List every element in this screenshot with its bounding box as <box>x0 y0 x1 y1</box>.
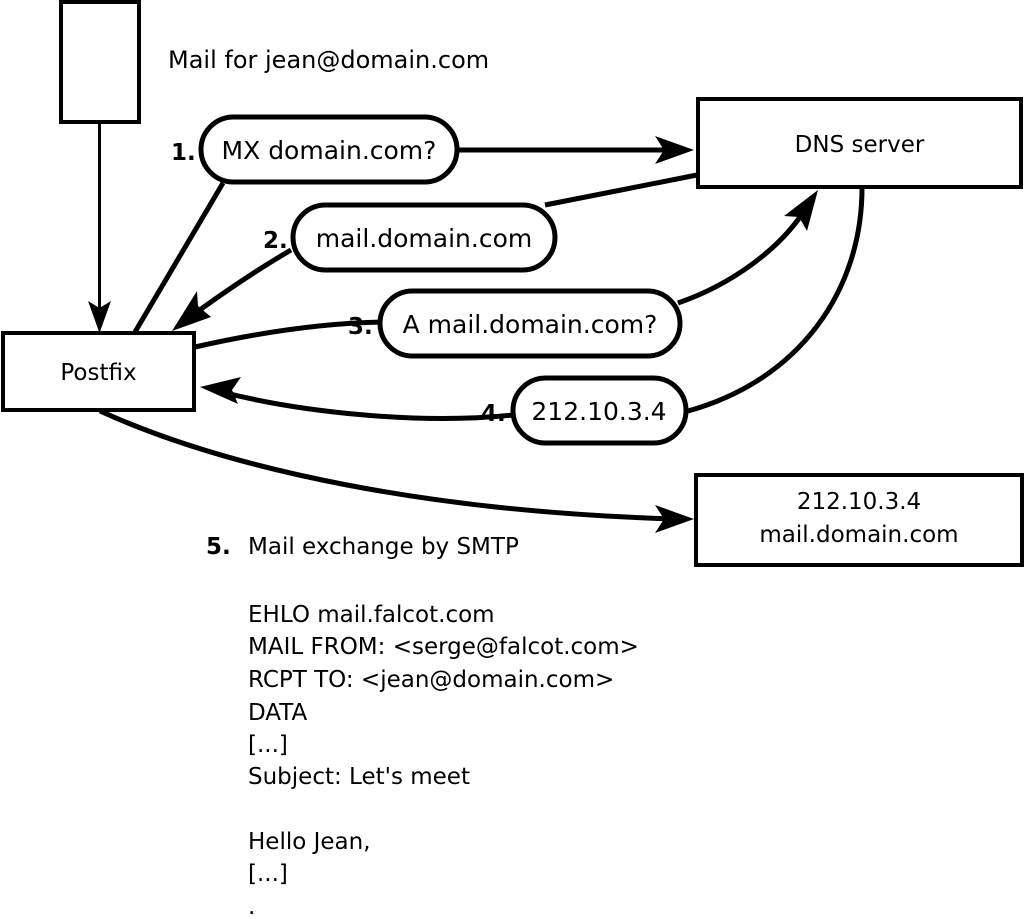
node-postfix-label: Postfix <box>60 360 136 386</box>
bubble-step-4-label: 212.10.3.4 <box>531 397 666 426</box>
node-target-mx-ip: 212.10.3.4 <box>797 489 921 515</box>
smtp-transcript-line: EHLO mail.falcot.com <box>248 602 495 628</box>
bubble-step-1-label: MX domain.com? <box>222 136 437 165</box>
header-note: Mail for jean@domain.com <box>168 46 489 74</box>
node-target-mx: 212.10.3.4 mail.domain.com <box>694 473 1024 567</box>
step-number-4: 4. <box>481 401 506 427</box>
edge-source-to-postfix <box>88 122 111 333</box>
edge-step2-to-postfix <box>172 247 293 331</box>
step-number-3: 3. <box>348 314 373 340</box>
smtp-caption: Mail exchange by SMTP <box>248 534 519 560</box>
node-dns-server-label: DNS server <box>795 132 925 158</box>
smtp-transcript-line: Hello Jean, <box>248 829 371 855</box>
bubble-step-3-label: A mail.domain.com? <box>403 310 658 339</box>
smtp-transcript-line: RCPT TO: <jean@domain.com> <box>248 667 614 693</box>
edge-dns-to-step4 <box>687 187 865 414</box>
edge-dns-to-step2 <box>544 172 698 208</box>
edge-step4-to-postfix <box>200 377 514 421</box>
bubble-step-4: 212.10.3.4 <box>510 375 689 446</box>
edge-step1-to-dns <box>458 136 694 164</box>
step-number-2: 2. <box>263 228 288 254</box>
node-target-mx-host: mail.domain.com <box>759 522 958 548</box>
bubble-step-2-label: mail.domain.com <box>316 224 532 253</box>
node-mta-source <box>59 0 141 124</box>
smtp-transcript-line: [...] <box>248 861 288 887</box>
node-dns-server: DNS server <box>696 97 1023 189</box>
step-number-5: 5. <box>206 534 231 560</box>
edge-step3-to-dns <box>677 190 818 306</box>
smtp-transcript-line: Subject: Let's meet <box>248 764 470 790</box>
edge-postfix-to-target <box>98 408 694 533</box>
smtp-transcript-line: MAIL FROM: <serge@falcot.com> <box>248 634 639 660</box>
edge-postfix-to-step3 <box>194 319 383 350</box>
smtp-transcript-line: [...] <box>248 732 288 758</box>
smtp-transcript-line: . <box>248 894 255 919</box>
bubble-step-1: MX domain.com? <box>198 114 460 185</box>
smtp-transcript-line: DATA <box>248 700 308 726</box>
bubble-step-3: A mail.domain.com? <box>377 288 683 359</box>
edge-postfix-to-step1 <box>132 181 226 334</box>
node-postfix: Postfix <box>1 331 196 412</box>
step-number-1: 1. <box>171 140 196 166</box>
bubble-step-2: mail.domain.com <box>290 202 558 273</box>
